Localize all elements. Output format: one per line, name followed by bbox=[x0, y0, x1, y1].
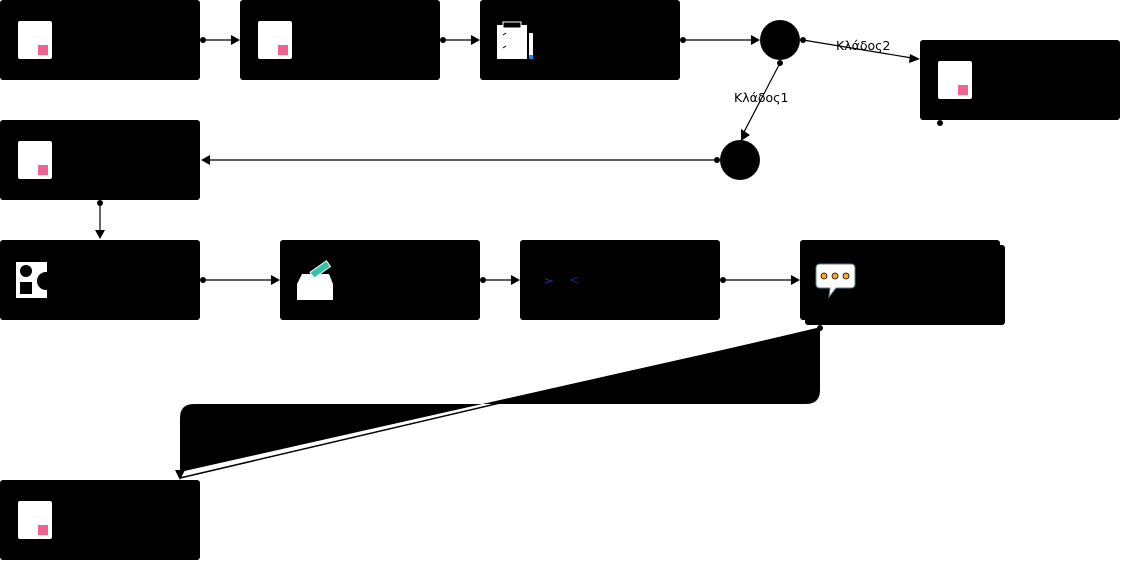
return-link bbox=[179, 327, 821, 479]
process-node-4[interactable] bbox=[920, 40, 1120, 120]
branch-gateway-2[interactable] bbox=[720, 140, 760, 180]
process-node-7[interactable] bbox=[280, 240, 480, 320]
process-node-6[interactable] bbox=[0, 240, 200, 320]
document-icon bbox=[18, 21, 52, 59]
edges bbox=[99, 39, 913, 472]
process-node-2[interactable] bbox=[240, 0, 440, 80]
document-icon bbox=[18, 501, 52, 539]
branch-label-2: Κλάδος2 bbox=[836, 38, 890, 53]
arrowheads bbox=[95, 35, 920, 480]
process-node-3[interactable] bbox=[480, 0, 680, 80]
branch-gateway-1[interactable] bbox=[760, 20, 800, 60]
clipboard-icon bbox=[497, 21, 533, 59]
connection-dots bbox=[97, 37, 943, 331]
ballot-box-icon bbox=[297, 260, 333, 300]
process-node-1[interactable] bbox=[0, 0, 200, 80]
process-node-5[interactable] bbox=[0, 120, 200, 200]
document-icon bbox=[258, 21, 292, 59]
process-node-8[interactable] bbox=[520, 240, 720, 320]
document-icon bbox=[18, 141, 52, 179]
branch-label-1: Κλάδος1 bbox=[734, 90, 788, 105]
document-icon bbox=[938, 61, 972, 99]
process-node-10[interactable] bbox=[0, 480, 200, 560]
process-node-9[interactable] bbox=[800, 240, 1005, 325]
shapes-icon bbox=[16, 262, 55, 298]
code-icon bbox=[544, 276, 579, 284]
chat-bubble-icon bbox=[815, 263, 856, 299]
